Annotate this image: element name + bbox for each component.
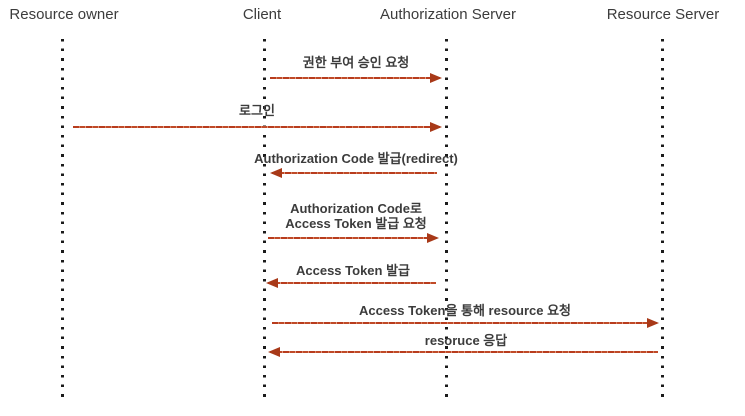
- lifeline-resource-server: [661, 39, 664, 404]
- lifeline-resource-owner: [61, 39, 64, 404]
- message-label-auth-approval-request: 권한 부여 승인 요청: [302, 55, 410, 70]
- participant-label-resource-server: Resource Server: [606, 6, 720, 23]
- arrowhead-right-icon: [647, 317, 659, 328]
- message-label-access-token-issue: Access Token 발급: [296, 263, 410, 278]
- arrowhead-right-icon: [427, 232, 439, 243]
- message-arrow-auth-approval-request: [270, 72, 442, 83]
- message-label-line1: Authorization Code로: [290, 201, 422, 216]
- arrowhead-left-icon: [270, 167, 282, 178]
- message-label-authorization-code-issue: Authorization Code 발급(redirect): [254, 151, 458, 166]
- participant-label-authorization-server: Authorization Server: [380, 6, 516, 23]
- message-label-resource-request: Access Token을 통해 resource 요청: [358, 303, 572, 318]
- message-arrow-resource-request: [272, 317, 659, 328]
- participant-label-client: Client: [242, 6, 282, 23]
- message-arrow-login: [73, 121, 442, 132]
- lifeline-client: [263, 39, 266, 404]
- message-arrow-authorization-code-issue: [270, 167, 437, 178]
- message-arrow-access-token-issue: [266, 277, 436, 288]
- message-label-access-token-request: Authorization Code로 Access Token 발급 요청: [285, 201, 427, 231]
- message-arrow-resource-response: [268, 346, 658, 357]
- message-label-login: 로그인: [239, 103, 275, 118]
- arrowhead-right-icon: [430, 121, 442, 132]
- arrowhead-right-icon: [430, 72, 442, 83]
- arrowhead-left-icon: [266, 277, 278, 288]
- message-arrow-access-token-request: [268, 232, 439, 243]
- message-label-resource-response: resoruce 응답: [424, 333, 508, 348]
- message-label-line2: Access Token 발급 요청: [285, 216, 427, 231]
- participant-label-resource-owner: Resource owner: [9, 6, 119, 23]
- lifeline-authorization-server: [445, 39, 448, 404]
- arrowhead-left-icon: [268, 346, 280, 357]
